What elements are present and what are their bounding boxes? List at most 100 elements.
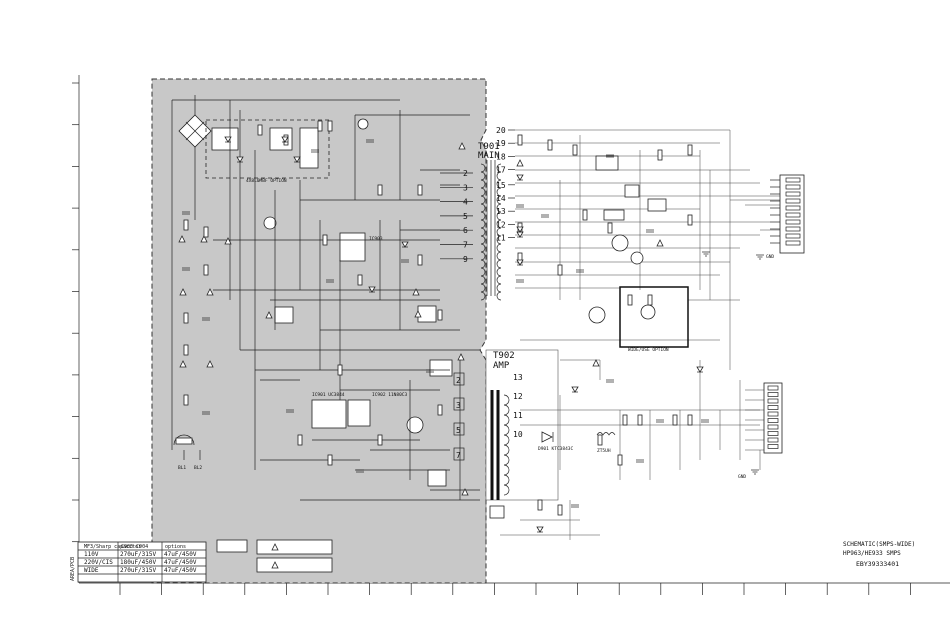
t901-pin-label: 15 bbox=[496, 181, 506, 190]
t901-pin-label: 2 bbox=[463, 169, 468, 178]
t902-winding bbox=[503, 474, 510, 486]
table-cell-2-2: 47uF/450V bbox=[164, 567, 197, 574]
cn902-contact bbox=[767, 418, 779, 423]
cn901-contact bbox=[785, 205, 801, 211]
t902-winding bbox=[503, 404, 510, 416]
table-header-0: MF3/Sharp capacitor bbox=[84, 544, 141, 550]
resistor bbox=[657, 149, 663, 161]
svg-text:IC903: IC903 bbox=[369, 236, 383, 242]
warning-triangle bbox=[265, 311, 273, 319]
diode bbox=[516, 174, 524, 181]
resistor bbox=[572, 144, 578, 156]
cn902-contact bbox=[767, 444, 779, 449]
title-line1: SCHEMATIC(SMPS-WIDE) bbox=[843, 541, 915, 548]
t902-pin-label: 13 bbox=[513, 373, 523, 382]
cn901-contact bbox=[785, 212, 801, 218]
cn901-contact bbox=[785, 191, 801, 197]
ic901-label: IC901 UC3844 bbox=[312, 392, 345, 398]
t902-pin-box bbox=[453, 447, 465, 461]
t902-pin-label: 7 bbox=[456, 451, 461, 460]
resistor bbox=[183, 312, 189, 324]
diode bbox=[536, 526, 544, 533]
resistor bbox=[617, 454, 623, 466]
t901-winding bbox=[496, 259, 502, 269]
resistor bbox=[297, 434, 303, 446]
primary-shaded-region bbox=[151, 78, 487, 584]
resistor bbox=[183, 394, 189, 406]
table-header-1: C903 C904 bbox=[121, 544, 148, 550]
t901-pin-label: 6 bbox=[463, 226, 468, 235]
warning-triangle bbox=[516, 159, 524, 167]
warning-triangle bbox=[200, 235, 208, 243]
table-cell-0-1: 270uF/315V bbox=[120, 551, 157, 558]
t901-pin-label: 20 bbox=[496, 126, 506, 135]
resistor bbox=[377, 184, 383, 196]
cn901-contact bbox=[785, 198, 801, 204]
resistor bbox=[547, 139, 553, 151]
connector-cn901: GND bbox=[766, 174, 805, 260]
resistor bbox=[417, 254, 423, 266]
t901-pin-label: 3 bbox=[463, 183, 468, 192]
resistor bbox=[597, 434, 603, 446]
t901-pin-label: 18 bbox=[496, 152, 506, 161]
t902-pin-label: 11 bbox=[513, 411, 523, 420]
resistor bbox=[687, 214, 693, 226]
wide-option-box: WIDE/USE OPTION bbox=[588, 234, 689, 353]
warning-triangle bbox=[179, 360, 187, 368]
resistor bbox=[322, 234, 328, 246]
resistor bbox=[203, 226, 209, 238]
resistor bbox=[357, 274, 363, 286]
t902-pin-label: 5 bbox=[456, 426, 461, 435]
cn902-contact bbox=[767, 411, 779, 417]
warning-triangle bbox=[178, 235, 186, 243]
resistor bbox=[437, 309, 443, 321]
cn902-contact bbox=[767, 437, 779, 443]
t902-winding bbox=[503, 414, 510, 426]
diode bbox=[224, 136, 232, 143]
cn901-contact bbox=[785, 226, 801, 232]
t901-pin-label: 5 bbox=[463, 212, 468, 221]
diode bbox=[516, 226, 524, 233]
option-box: 4X8L0MBF OPTION bbox=[205, 119, 330, 184]
resistor bbox=[582, 209, 588, 221]
t901-winding bbox=[496, 251, 502, 261]
resistor bbox=[557, 504, 563, 516]
t902-winding bbox=[503, 424, 510, 436]
table-cell-0-0: 110V bbox=[84, 551, 99, 558]
t901-pin-label: 12 bbox=[496, 220, 506, 229]
diode bbox=[696, 366, 704, 373]
resistor bbox=[327, 120, 333, 132]
table-cell-1-1: 180uF/450V bbox=[120, 559, 157, 566]
t902-pin-box bbox=[453, 397, 465, 411]
l901-label: ZT5UH bbox=[597, 448, 611, 454]
t901-winding bbox=[496, 283, 502, 293]
t902-winding bbox=[503, 454, 510, 466]
table-header-2: options bbox=[165, 544, 186, 550]
resistor bbox=[183, 219, 189, 231]
resistor bbox=[687, 144, 693, 156]
diode bbox=[236, 156, 244, 163]
t901-winding bbox=[480, 291, 486, 301]
legend-boxes bbox=[216, 539, 333, 573]
cn901-contact bbox=[785, 240, 801, 246]
bridge-rectifier bbox=[178, 114, 212, 148]
t902-winding bbox=[503, 394, 510, 406]
bl1-label: BL1 bbox=[178, 465, 186, 471]
resistor bbox=[637, 414, 643, 426]
primary-transistors bbox=[263, 118, 424, 434]
cn902-contact bbox=[767, 431, 779, 436]
cn902-contact bbox=[767, 385, 779, 391]
resistor bbox=[337, 364, 343, 376]
title-block: SCHEMATIC(SMPS-WIDE) HP963/HE933 SMPS EB… bbox=[843, 541, 915, 568]
diode bbox=[368, 286, 376, 293]
resistor bbox=[377, 434, 383, 446]
diode bbox=[571, 386, 579, 393]
amp-diode: D901 KTC3843C ZT5UH bbox=[538, 431, 616, 454]
resistor bbox=[557, 264, 563, 276]
t902-winding bbox=[503, 444, 510, 456]
warning-triangle bbox=[206, 288, 214, 296]
bl2-label: BL2 bbox=[194, 465, 202, 471]
ic902-label: IC902 11N80C3 bbox=[372, 392, 408, 398]
t902-pin-label: 3 bbox=[456, 401, 461, 410]
diode bbox=[401, 241, 409, 248]
